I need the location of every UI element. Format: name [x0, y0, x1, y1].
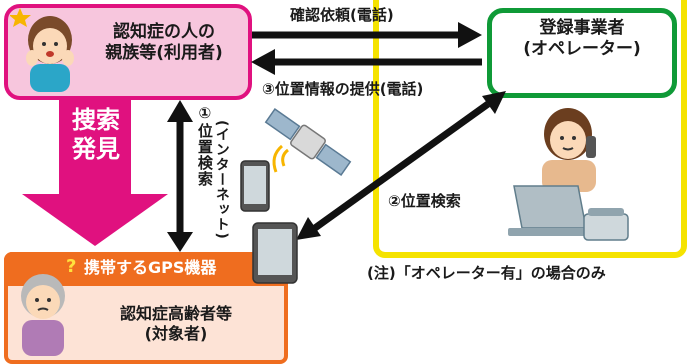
satellite-icon — [264, 108, 352, 176]
operator-search-label: ②位置検索 — [388, 192, 461, 210]
search-find-label: 捜索 発見 — [58, 106, 134, 164]
operator-line1: 登録事業者 — [539, 18, 625, 38]
operator-note: (注)「オペレーター有」の場合のみ — [367, 264, 606, 282]
gps-device-header: 携帯するGPS機器 — [84, 258, 217, 277]
location-info-label: ③位置情報の提供(電話) — [262, 80, 424, 98]
question-mark-icon: ? — [66, 256, 77, 277]
elder-line2: (対象者) — [144, 324, 208, 343]
find-label: 発見 — [72, 134, 120, 163]
internet-search-sub: (インターネット) — [213, 120, 230, 240]
elder-label: 認知症高齢者等 (対象者) — [76, 304, 276, 344]
gps-device-icon — [252, 222, 298, 284]
family-user-label: 認知症の人の 親族等(利用者) — [84, 22, 244, 65]
family-line1: 認知症の人の — [113, 22, 215, 42]
internet-search-label: ①位置検索 — [194, 104, 214, 187]
operator-label: 登録事業者 (オペレーター) — [497, 18, 667, 61]
smartphone-icon — [240, 160, 270, 212]
worried-woman-icon — [10, 8, 74, 92]
elder-woman-icon — [21, 274, 65, 356]
search-find-arrow — [22, 96, 168, 246]
operator-person-icon — [542, 108, 596, 192]
elder-line1: 認知症高齢者等 — [119, 304, 232, 323]
operator-line2: (オペレーター) — [523, 39, 641, 60]
desk-phone-icon — [583, 208, 629, 241]
family-line2: 親族等(利用者) — [105, 43, 223, 64]
internet-search-main: ①位置検索 — [195, 104, 214, 187]
operator-search-arrow — [312, 101, 491, 231]
operator-box — [487, 8, 677, 98]
confirm-request-label: 確認依頼(電話) — [290, 6, 394, 24]
search-label: 捜索 — [72, 106, 120, 134]
